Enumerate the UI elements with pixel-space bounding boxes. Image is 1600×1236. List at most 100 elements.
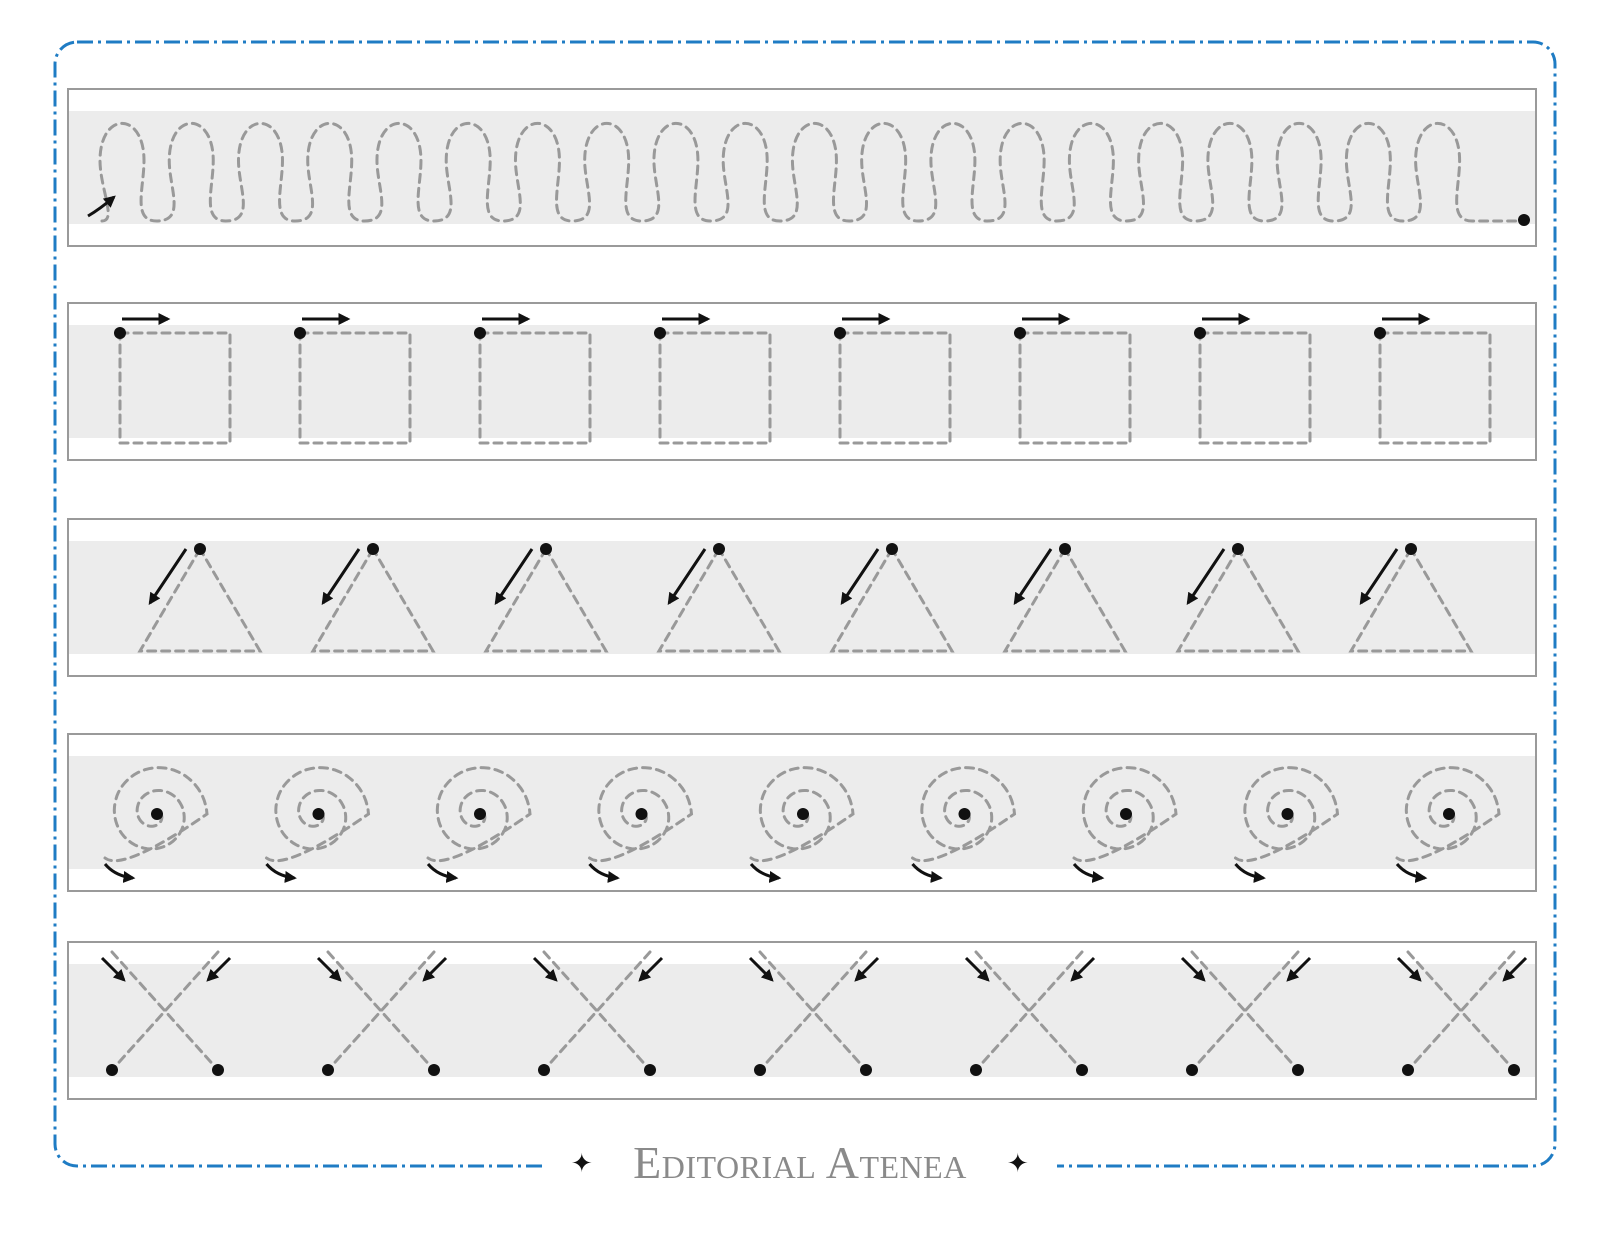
start-dot — [834, 327, 846, 339]
start-dot — [970, 1064, 982, 1076]
direction-arrow — [854, 956, 880, 982]
direction-arrow — [667, 548, 707, 605]
start-dot — [474, 808, 486, 820]
start-dot — [1374, 327, 1386, 339]
square-path — [838, 331, 952, 445]
direction-arrow — [206, 956, 232, 982]
square-path — [118, 331, 232, 445]
direction-arrow — [1359, 548, 1399, 605]
tracing-row-spiral — [67, 733, 1537, 892]
direction-arrow — [1180, 956, 1206, 982]
page-frame — [53, 40, 1557, 1168]
triangle-path — [1348, 546, 1474, 653]
start-dot — [1120, 808, 1132, 820]
direction-arrow — [1396, 956, 1422, 982]
direction-arrow — [588, 863, 620, 883]
cross-stroke — [1406, 950, 1516, 1072]
start-dot — [1402, 1064, 1414, 1076]
direction-arrow — [1234, 863, 1266, 883]
direction-arrow — [321, 548, 361, 605]
spiral-path — [265, 766, 371, 863]
direction-arrow — [1186, 548, 1226, 605]
tracing-rows — [67, 88, 1537, 1100]
start-dot — [644, 1064, 656, 1076]
triangle-path — [310, 546, 436, 653]
direction-arrow — [100, 956, 126, 982]
direction-arrow — [748, 956, 774, 982]
cross-stroke — [326, 950, 436, 1072]
tracing-row-loop — [67, 88, 1537, 247]
start-dot — [1281, 808, 1294, 820]
triangle-path — [1175, 546, 1301, 653]
direction-arrow — [494, 548, 534, 605]
tracing-row-cross — [67, 941, 1537, 1100]
start-dot — [635, 808, 648, 820]
square-path — [658, 331, 772, 445]
direction-arrow — [316, 956, 342, 982]
cross-stroke — [1190, 950, 1300, 1072]
start-dot — [886, 543, 898, 555]
direction-arrow — [1286, 956, 1312, 982]
start-dot — [958, 808, 971, 820]
square-path — [1198, 331, 1312, 445]
start-dot — [860, 1064, 872, 1076]
start-dot — [106, 1064, 118, 1076]
start-dot — [1232, 543, 1244, 555]
spiral-path — [588, 766, 694, 863]
cross-stroke — [110, 950, 220, 1072]
start-dot — [1292, 1064, 1304, 1076]
spiral-path — [1072, 766, 1178, 863]
start-dot — [194, 543, 206, 555]
row-band — [69, 541, 1535, 654]
direction-arrow — [422, 956, 448, 982]
start-dot — [1194, 327, 1206, 339]
start-dot — [797, 808, 809, 820]
tracing-row-triangle — [67, 518, 1537, 677]
start-dot — [312, 808, 325, 820]
direction-arrow — [1070, 956, 1096, 982]
start-dot — [540, 543, 552, 555]
start-dot — [1059, 543, 1071, 555]
triangle-path — [1002, 546, 1128, 653]
loop-path — [98, 121, 1522, 223]
spiral-path — [911, 766, 1017, 863]
spiral-path — [1395, 766, 1501, 863]
direction-arrow — [532, 956, 558, 982]
start-dot — [294, 327, 306, 339]
start-dot — [367, 543, 379, 555]
start-dot — [1014, 327, 1026, 339]
row-band — [69, 964, 1535, 1077]
start-dot — [1508, 1064, 1520, 1076]
start-dot — [428, 1064, 440, 1076]
direction-arrow — [265, 863, 297, 883]
direction-arrow — [911, 863, 943, 883]
direction-arrow — [1502, 956, 1528, 982]
direction-arrow — [1013, 548, 1053, 605]
square-path — [1018, 331, 1132, 445]
start-dot — [212, 1064, 224, 1076]
start-dot — [654, 327, 666, 339]
start-dot — [151, 808, 163, 820]
start-dot — [1076, 1064, 1088, 1076]
row-band — [69, 325, 1535, 438]
direction-arrow — [148, 548, 188, 605]
spiral-path — [1234, 766, 1340, 863]
spiral-path — [103, 766, 209, 863]
start-dot — [713, 543, 725, 555]
direction-arrow — [638, 956, 664, 982]
direction-arrow — [840, 548, 880, 605]
triangle-path — [483, 546, 609, 653]
start-dot — [1443, 808, 1455, 820]
direction-arrow — [1072, 863, 1105, 883]
spiral-path — [749, 766, 855, 863]
cross-stroke — [542, 950, 652, 1072]
start-dot — [1518, 214, 1530, 226]
triangle-path — [137, 546, 263, 653]
start-dot — [754, 1064, 766, 1076]
start-dot — [538, 1064, 550, 1076]
start-dot — [114, 327, 126, 339]
tracing-row-square — [67, 302, 1537, 461]
direction-arrow — [103, 863, 136, 883]
square-path — [478, 331, 592, 445]
